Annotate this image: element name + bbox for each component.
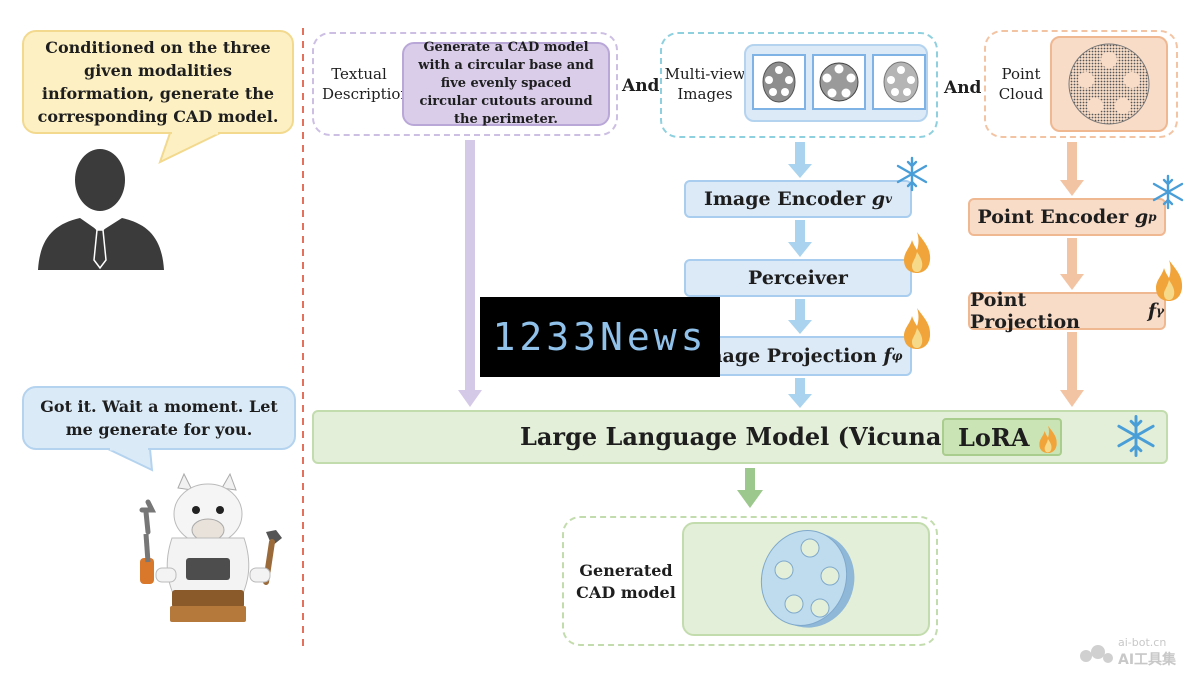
llama-mascot-icon [126,472,292,624]
llm-snowflake-icon [1117,414,1155,458]
lora-flame-icon [1039,425,1057,453]
multi-view-images-label: Multi-view Images [664,65,746,103]
image-encoder-label: Image Encoder [703,188,866,210]
point-encoder-snowflake-icon [1152,174,1184,210]
paw-logo-icon [1080,645,1113,663]
point-projection-label: Point Projection [970,289,1080,333]
output-group [562,516,938,646]
assistant-reply-text: Got it. Wait a moment. Let me generate f… [40,397,278,439]
generated-cad-box [682,522,930,636]
corner-watermark: ai-bot.cn AI工具集 [1078,636,1196,670]
generated-cad-label: Generated CAD model [576,561,676,602]
textual-description-label: Textual Description [322,65,411,103]
corner-watermark-line2: AI工具集 [1118,652,1177,668]
user-prompt-text: Conditioned on the three given modalitie… [37,38,279,126]
and-connector-2: And [944,78,982,98]
text-prompt-box: Generate a CAD model with a circular bas… [402,40,610,127]
perceiver-flame-icon [904,232,931,273]
view-thumbnail-1 [752,54,806,110]
text-input-group [312,32,618,136]
point-projection-symbol: f [1147,300,1157,322]
point-cloud-group [984,30,1178,138]
lora-label: LoRA [958,422,1030,452]
point-projection-flame-icon [1156,260,1183,301]
wheel-view-icon [762,61,796,103]
image-input-group [660,32,938,138]
wheel-view-icon [883,61,919,103]
text-prompt: Generate a CAD model with a circular bas… [418,40,594,127]
wheel-view-icon [819,62,859,102]
llm-label: Large Language Model (Vicuna) [520,422,953,451]
image-encoder-snowflake-icon [896,156,928,192]
point-cloud-label: Point Cloud [998,65,1044,103]
image-projection-symbol: f [883,345,892,367]
view-thumbnail-2 [812,54,866,110]
perceiver-label: Perceiver [748,267,848,289]
image-encoder-subscript: v [885,192,893,206]
image-projection-flame-icon [904,308,931,349]
point-cloud-box [1050,36,1168,132]
image-encoder-symbol: g [871,188,886,210]
user-silhouette-icon [38,149,164,270]
watermark-banner: 1233News [480,297,720,377]
perceiver-box: Perceiver [684,259,912,297]
point-projection-subscript: γ [1156,304,1164,318]
image-projection-subscript: φ [891,349,903,363]
user-speech-bubble: Conditioned on the three given modalitie… [22,30,294,134]
point-encoder-subscript: p [1148,210,1157,224]
view-thumbnail-3 [872,54,926,110]
image-projection-label: Image Projection [693,345,877,367]
point-encoder-label: Point Encoder [977,206,1129,228]
and-connector-1: And [622,76,660,96]
corner-watermark-line1: ai-bot.cn [1118,636,1167,649]
point-cloud-wheel-icon [1068,43,1150,125]
assistant-speech-bubble: Got it. Wait a moment. Let me generate f… [22,386,296,450]
cad-wheel-icon [760,530,855,628]
point-encoder-symbol: g [1134,206,1149,228]
watermark-text: 1233News [492,315,708,359]
